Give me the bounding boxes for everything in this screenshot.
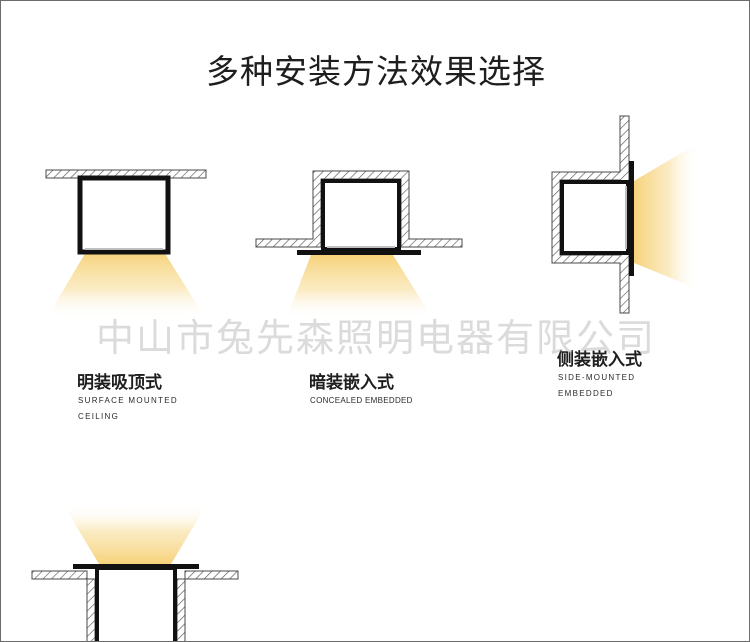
light-beam xyxy=(63,504,207,564)
surface-mounted-diagram xyxy=(45,169,207,319)
light-beam xyxy=(634,143,698,289)
method-2-caption: CONCEALED EMBEDDED xyxy=(310,396,413,405)
profile-flange xyxy=(629,161,634,276)
led-profile xyxy=(95,566,177,641)
floor-embedded-diagram xyxy=(31,504,239,641)
light-beam xyxy=(46,252,206,319)
method-2-label: 暗装嵌入式 xyxy=(309,373,394,393)
profile-flange xyxy=(297,250,421,255)
method-1-label: 明装吸顶式 xyxy=(77,373,162,393)
method-3-label: 侧装嵌入式 xyxy=(557,350,642,370)
method-1-caption: SURFACE MOUNTED CEILING xyxy=(78,396,178,421)
light-beam xyxy=(286,255,433,319)
method-3-caption: SIDE-MOUNTED EMBEDDED xyxy=(558,373,636,398)
led-profile xyxy=(321,179,401,251)
led-profile xyxy=(77,175,171,255)
led-profile xyxy=(560,180,630,255)
concealed-embedded-diagram xyxy=(255,170,463,319)
profile-flange xyxy=(73,564,199,569)
side-mounted-diagram xyxy=(551,115,698,314)
watermark: 中山市兔先森照明电器有限公司 xyxy=(95,316,656,360)
page-title: 多种安装方法效果选择 xyxy=(206,52,546,91)
